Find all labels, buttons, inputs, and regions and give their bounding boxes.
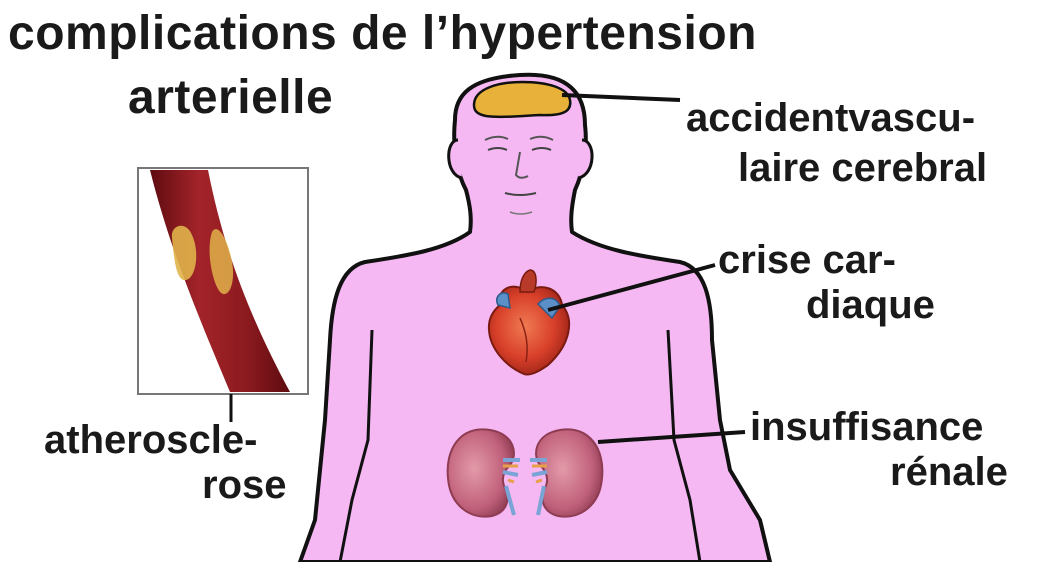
title-line-2: arterielle bbox=[128, 74, 333, 122]
brain-lesion bbox=[474, 82, 570, 117]
label-athero-line-1: atheroscle- bbox=[44, 420, 257, 460]
label-athero-line-2: rose bbox=[202, 465, 287, 505]
label-crise-line-2: diaque bbox=[806, 285, 935, 325]
label-insuff-line-1: insuffisance bbox=[750, 407, 983, 447]
artery-inset bbox=[138, 168, 308, 394]
label-avc-line-1: accidentvascu- bbox=[686, 98, 975, 138]
title-line-1: complications de l’hypertension bbox=[8, 10, 757, 58]
label-crise-line-1: crise car- bbox=[718, 240, 896, 280]
label-avc-line-2: laire cerebral bbox=[738, 148, 987, 188]
label-insuff-line-2: rénale bbox=[890, 452, 1008, 492]
